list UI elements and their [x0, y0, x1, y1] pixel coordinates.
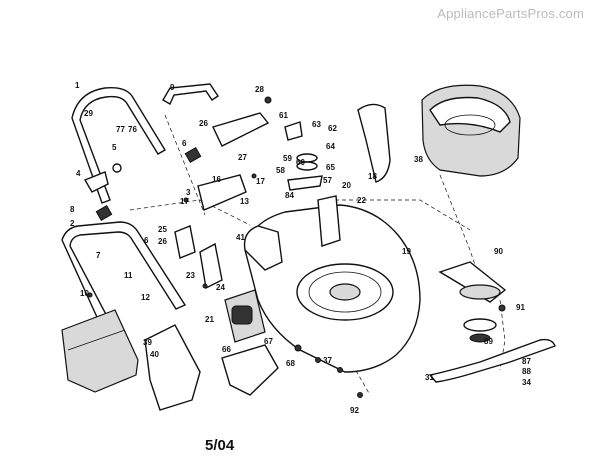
part-label: 84 — [285, 191, 294, 200]
revision-date: 5/04 — [205, 437, 235, 454]
part-label: 77 — [116, 125, 125, 134]
part-label: 27 — [238, 153, 247, 162]
part-label: 10 — [80, 289, 89, 298]
lower-handle — [61, 221, 187, 327]
rear-bracket — [197, 174, 247, 211]
mower-deck — [243, 204, 421, 373]
part-label: 91 — [516, 303, 525, 312]
part-label: 7 — [96, 251, 101, 260]
upper-handle — [71, 86, 166, 204]
part-label: 11 — [124, 271, 133, 280]
part-label: 26 — [199, 119, 208, 128]
part-label: 64 — [326, 142, 335, 151]
part-label: 12 — [141, 293, 150, 302]
part-label: 90 — [494, 247, 503, 256]
part-label: 38 — [414, 155, 423, 164]
part-label: 40 — [150, 350, 159, 359]
part-label: 34 — [522, 378, 531, 387]
grass-bag — [61, 309, 139, 393]
part-label: 19 — [402, 247, 411, 256]
part-label: 6 — [182, 139, 187, 148]
part-label: 61 — [279, 111, 288, 120]
part-label: 41 — [236, 233, 245, 242]
part-label: 59 — [283, 154, 292, 163]
part-label: 62 — [328, 124, 337, 133]
engine — [421, 84, 521, 177]
part-label: 18 — [368, 172, 377, 181]
control-bar — [162, 83, 219, 105]
deck-mount-plates — [284, 121, 341, 247]
part-label: 66 — [222, 345, 231, 354]
part-label: 1 — [75, 81, 80, 90]
part-label: 28 — [255, 85, 264, 94]
part-label: 58 — [276, 166, 285, 175]
height-adjusters — [174, 225, 223, 290]
part-label: 17 — [256, 177, 265, 186]
discharge-chute — [224, 289, 266, 343]
part-label: 26 — [158, 237, 167, 246]
watermark: AppliancePartsPros.com — [437, 6, 584, 21]
fasteners — [87, 96, 506, 398]
part-label: 29 — [84, 109, 93, 118]
part-label: 23 — [186, 271, 195, 280]
part-label: 8 — [70, 205, 75, 214]
part-label: 68 — [286, 359, 295, 368]
mulch-plug — [221, 344, 279, 396]
part-label: 88 — [522, 367, 531, 376]
part-label: 24 — [216, 283, 225, 292]
part-label: 22 — [357, 196, 366, 205]
belt-guard — [357, 103, 391, 183]
part-label: 20 — [342, 181, 351, 190]
part-label: 9 — [170, 83, 175, 92]
part-label: 17 — [180, 197, 189, 206]
rear-door — [212, 112, 270, 147]
part-label: 2 — [70, 219, 75, 228]
part-label: 67 — [264, 337, 273, 346]
part-label: 4 — [76, 169, 81, 178]
part-label: 65 — [326, 163, 335, 172]
part-label: 37 — [323, 356, 332, 365]
part-label: 31 — [425, 373, 434, 382]
part-label: 5 — [112, 143, 117, 152]
part-label: 89 — [484, 337, 493, 346]
part-label: 39 — [143, 338, 152, 347]
part-label: 76 — [128, 125, 137, 134]
part-label: 21 — [205, 315, 214, 324]
part-label: 57 — [323, 176, 332, 185]
part-label: 16 — [212, 175, 221, 184]
drive-pulley — [296, 153, 318, 171]
handle-knobs — [83, 146, 202, 222]
part-label: 87 — [522, 357, 531, 366]
part-label: 13 — [240, 197, 249, 206]
part-label: 60 — [296, 158, 305, 167]
blade — [428, 338, 556, 383]
part-label: 6 — [144, 236, 149, 245]
part-label: 3 — [186, 188, 191, 197]
part-label: 25 — [158, 225, 167, 234]
bag-frame — [144, 324, 201, 411]
part-label: 63 — [312, 120, 321, 129]
blade-adapter — [438, 261, 507, 343]
part-label: 92 — [350, 406, 359, 415]
